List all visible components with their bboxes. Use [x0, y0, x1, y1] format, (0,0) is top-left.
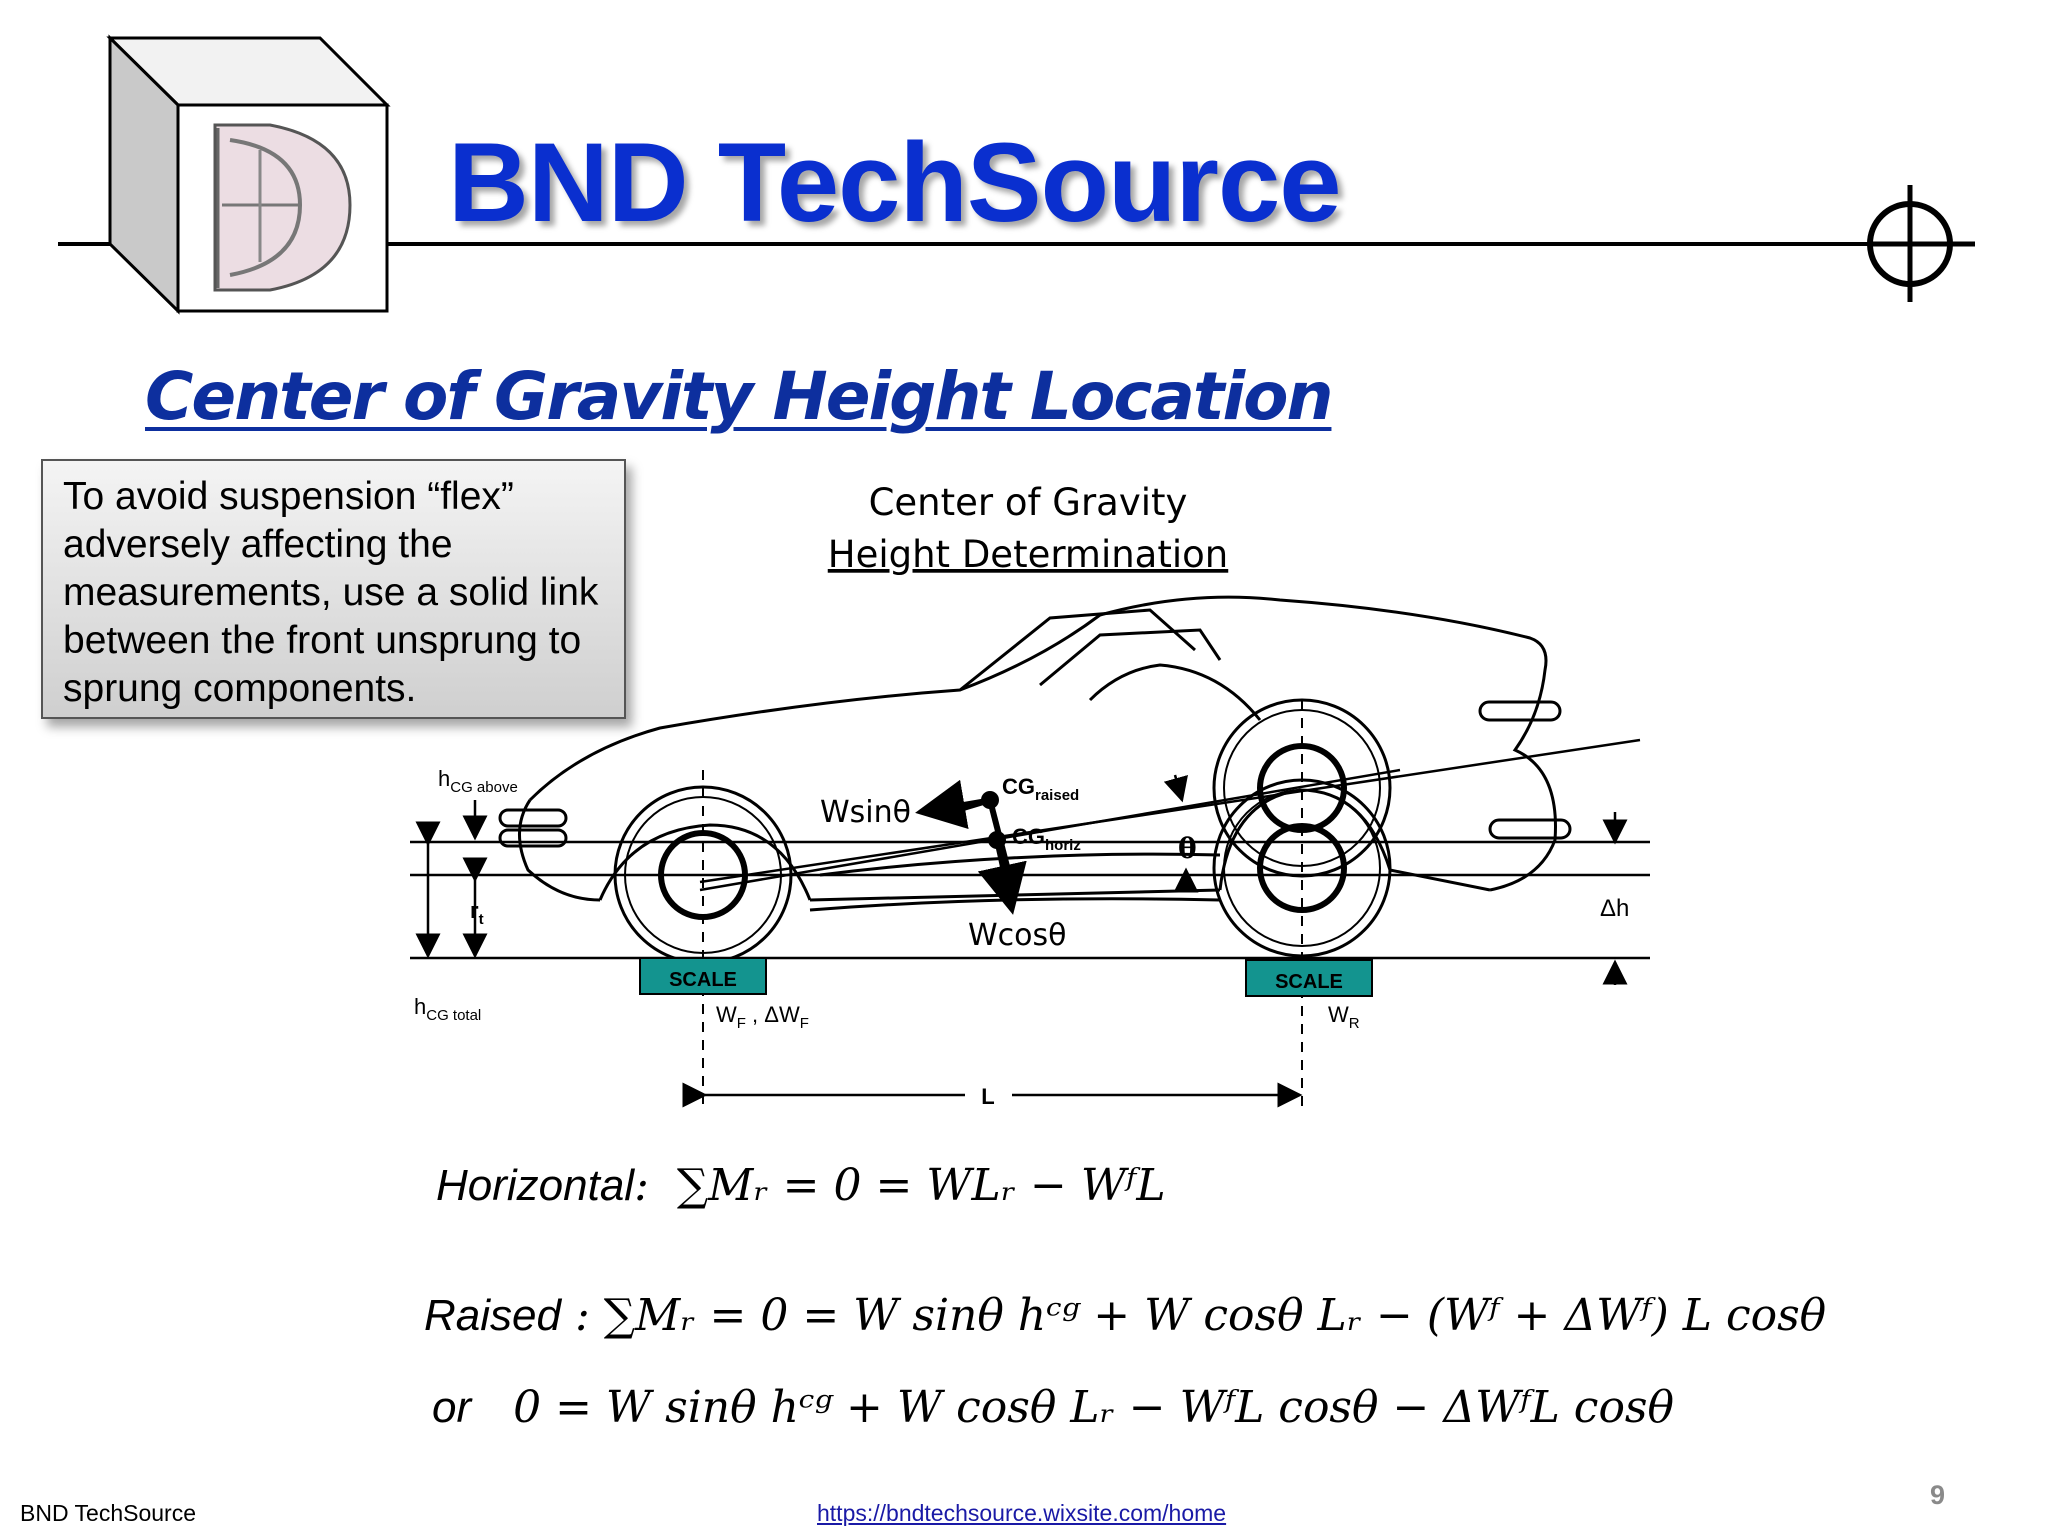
- cg-horiz-point: [988, 831, 1006, 849]
- cg-raised-label: CGraised: [1002, 774, 1079, 804]
- equation-horizontal: Horizontal: ∑Mᵣ = 0 = WLᵣ − WᶠL: [436, 1160, 1166, 1211]
- bnd-cube-logo-icon: [106, 34, 391, 315]
- h-cg-above-label: hCG above: [438, 766, 518, 796]
- front-scale-label: SCALE: [669, 969, 737, 991]
- reference-lines: [410, 738, 1650, 960]
- crosshair-icon: [1867, 185, 1975, 302]
- cg-vectors: [915, 779, 1027, 915]
- wsin-label: Wsinθ: [820, 795, 911, 830]
- footer-link[interactable]: https://bndtechsource.wixsite.com/home: [817, 1500, 1227, 1526]
- wr-label: WR: [1328, 1002, 1360, 1032]
- note-text: To avoid suspension “flex” adversely aff…: [63, 475, 599, 710]
- theta-label: θ: [1178, 832, 1197, 865]
- theta-markers: [1163, 774, 1199, 893]
- equation-or-label: or: [432, 1383, 472, 1432]
- wcos-label: Wcosθ: [968, 918, 1067, 953]
- wf-label: WF , ΔWF: [716, 1002, 809, 1032]
- rt-label: rt: [470, 898, 484, 928]
- diagram-title-line2: Height Determination: [828, 533, 1228, 576]
- rear-scale: [1245, 959, 1373, 997]
- brand-title: BND TechSource: [448, 120, 1342, 245]
- equation-raised: Raised : ∑Mᵣ = 0 = W sinθ hᶜᵍ + W cosθ L…: [424, 1290, 1827, 1341]
- footer-brand: BND TechSource: [20, 1500, 196, 1526]
- wheelbase-label: L: [981, 1084, 994, 1109]
- front-scale: [639, 957, 767, 995]
- header-graphics: [58, 34, 1975, 315]
- equation-raised-body: ∑Mᵣ = 0 = W sinθ hᶜᵍ + W cosθ Lᵣ − (Wᶠ +…: [603, 1290, 1827, 1341]
- delta-h-label: Δh: [1600, 895, 1629, 922]
- h-total-dimension: [415, 800, 488, 959]
- cg-horiz-label: CGhoriz: [1012, 824, 1081, 854]
- wheel-centerlines: [702, 700, 1303, 1110]
- equation-or: or 0 = W sinθ hᶜᵍ + W cosθ Lᵣ − WᶠL cosθ…: [432, 1382, 1674, 1433]
- cg-diagram: Center of Gravity Height Determination: [410, 481, 1650, 1110]
- rear-scale-label: SCALE: [1275, 971, 1343, 993]
- h-cg-total-label: hCG total: [414, 994, 481, 1024]
- equation-horizontal-label: Horizontal: [436, 1161, 635, 1210]
- page-number: 9: [1930, 1480, 1946, 1510]
- slide-title: Center of Gravity Height Location: [145, 358, 1333, 435]
- note-box: To avoid suspension “flex” adversely aff…: [41, 459, 626, 719]
- cg-raised-point: [981, 791, 999, 809]
- equation-or-body: 0 = W sinθ hᶜᵍ + W cosθ Lᵣ − WᶠL cosθ − …: [513, 1382, 1675, 1433]
- equation-horizontal-body: ∑Mᵣ = 0 = WLᵣ − WᶠL: [676, 1160, 1166, 1211]
- equation-raised-label: Raised: [424, 1291, 561, 1340]
- diagram-title-line1: Center of Gravity: [869, 481, 1188, 524]
